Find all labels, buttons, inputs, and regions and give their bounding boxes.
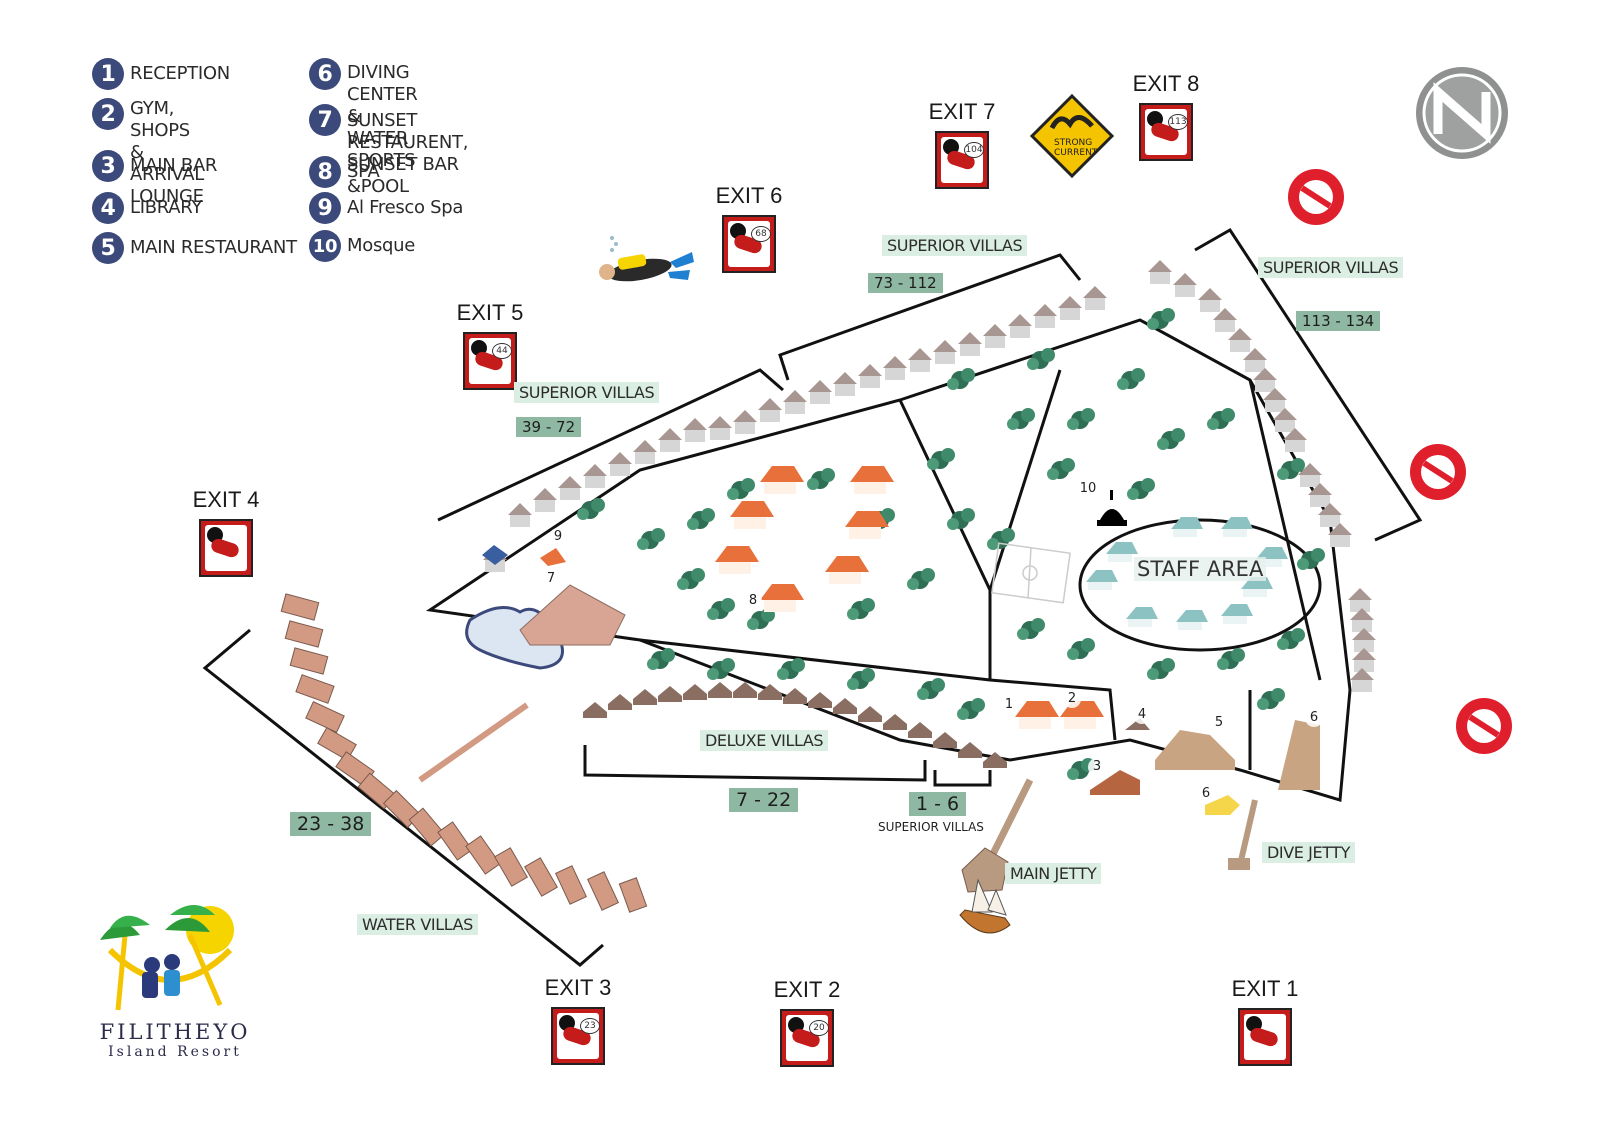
compass-north-icon (1416, 67, 1508, 159)
exit-sign-icon: 113 (1139, 103, 1193, 161)
map-marker-diving-center: 6 (1305, 709, 1323, 727)
map-marker-reception: 1 (1000, 696, 1018, 714)
exit-sign-icon: 20 (780, 1009, 834, 1067)
map-marker-spa: 8 (744, 592, 762, 610)
exit-sign-icon: 104 (935, 131, 989, 189)
exit-sign-icon: 23 (551, 1007, 605, 1065)
exit-6: EXIT 6 68 (694, 183, 804, 273)
exit-4: EXIT 4 (171, 487, 281, 577)
exit-2: EXIT 2 20 (752, 977, 862, 1067)
exit-7: EXIT 7 104 (907, 99, 1017, 189)
exit-3: EXIT 3 23 (523, 975, 633, 1065)
ship-icon (959, 878, 1011, 934)
range-39-72: 39 - 72 (516, 417, 582, 437)
exit-8: EXIT 8 113 (1111, 71, 1221, 161)
range-73-112: 73 - 112 (868, 273, 943, 293)
superior-villas-label-east: SUPERIOR VILLAS (1258, 257, 1404, 278)
map-marker-water-sports: 6 (1197, 785, 1215, 803)
exit-sign-icon (1238, 1008, 1292, 1066)
superior-villas-label-north: SUPERIOR VILLAS (882, 235, 1028, 256)
exit-1: EXIT 1 (1210, 976, 1320, 1066)
brand-wordmark: FILITHEYO Island Resort (99, 1020, 251, 1060)
map-marker-sunset-restaurant: 7 (542, 570, 560, 588)
exit-sign-icon (199, 519, 253, 577)
range-1-6: 1 - 6 (909, 792, 967, 816)
staff-area-label: STAFF AREA (1134, 557, 1267, 581)
map-marker-main-bar: 3 (1088, 758, 1106, 776)
diver-icon (599, 236, 694, 282)
map-marker-library: 4 (1133, 706, 1151, 724)
range-113-134: 113 - 134 (1296, 311, 1381, 331)
map-marker-main-restaurant: 5 (1210, 714, 1228, 732)
no-entry-icon (1410, 444, 1466, 500)
strong-current-text: STRONG CURRENT (1054, 138, 1098, 158)
brand-logo-icon (100, 905, 234, 1011)
dive-jetty-label: DIVE JETTY (1262, 842, 1356, 863)
mosque-icon (1097, 490, 1127, 526)
superior-villas-label-west: SUPERIOR VILLAS (514, 382, 660, 403)
superior-villas-small-label: SUPERIOR VILLAS (878, 820, 984, 834)
map-marker-gym-shops: 2 (1063, 690, 1081, 708)
strong-current-warning-icon (1029, 93, 1115, 179)
no-entry-icon (1288, 169, 1344, 225)
main-jetty-label: MAIN JETTY (1005, 863, 1102, 884)
water-villas-label: WATER VILLAS (357, 914, 478, 935)
range-7-22: 7 - 22 (729, 788, 799, 812)
no-entry-icon (1456, 698, 1512, 754)
range-23-38: 23 - 38 (290, 812, 372, 836)
map-marker-mosque: 10 (1076, 480, 1100, 498)
deluxe-villas-label: DELUXE VILLAS (700, 730, 829, 751)
exit-sign-icon: 44 (463, 332, 517, 390)
exit-sign-icon: 68 (722, 215, 776, 273)
map-marker-al-fresco-spa: 9 (549, 528, 567, 546)
exit-5: EXIT 5 44 (435, 300, 545, 390)
